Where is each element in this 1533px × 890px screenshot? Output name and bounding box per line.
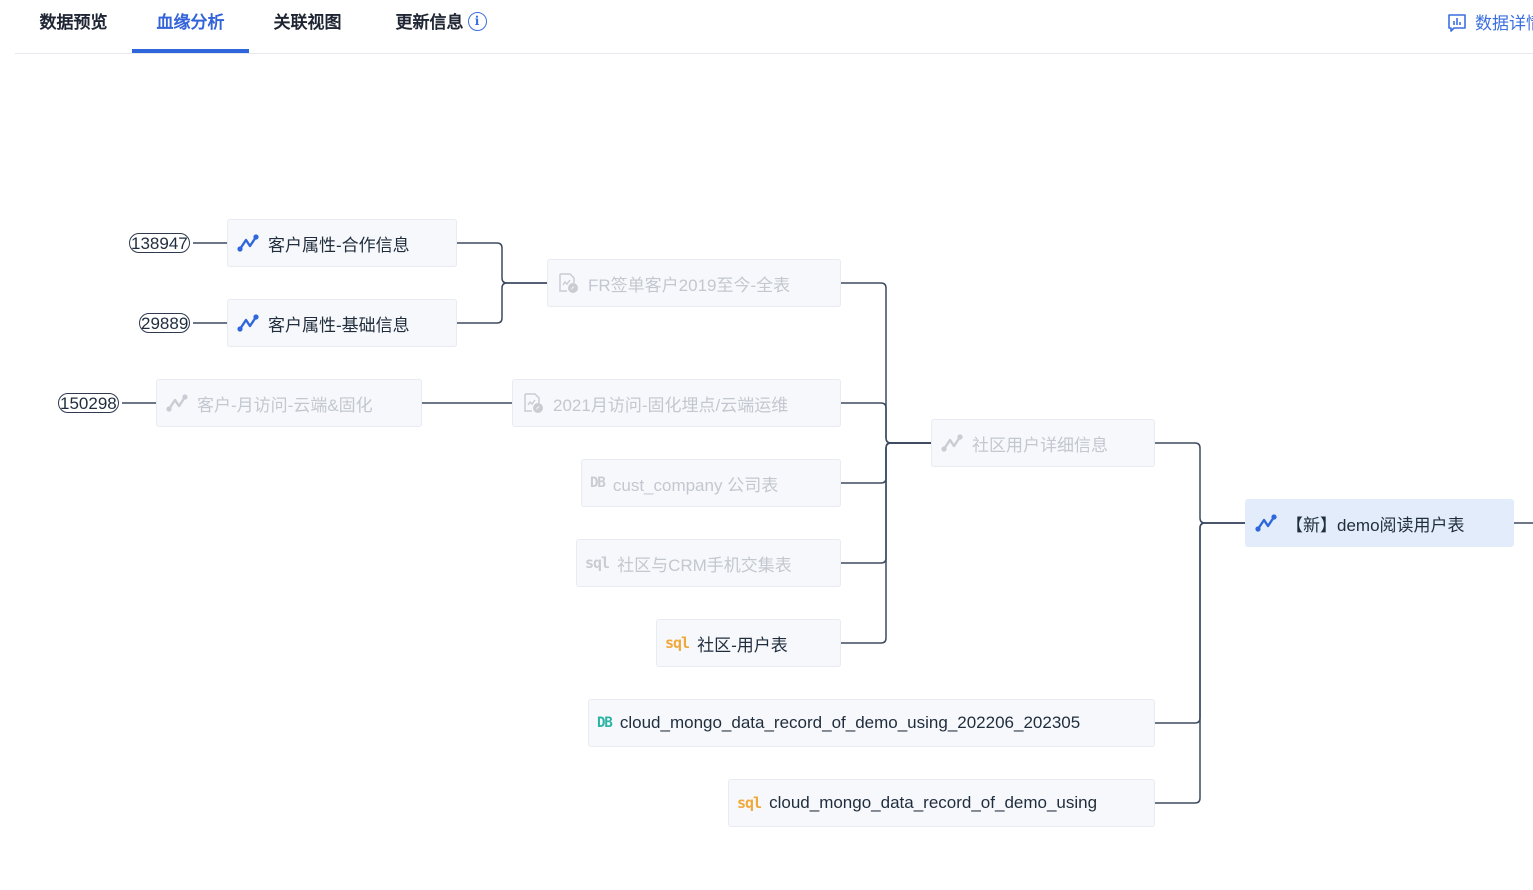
lineage-node[interactable]: 客户属性-基础信息 — [227, 299, 457, 347]
node-label: 社区用户详细信息 — [972, 435, 1108, 455]
lineage-link — [457, 282, 547, 324]
data-detail-label: 数据详情 — [1475, 14, 1533, 33]
tab-label: 血缘分析 — [156, 13, 225, 32]
lineage-node[interactable]: sql 社区与CRM手机交集表 — [576, 539, 841, 587]
node-label: FR签单客户2019至今-全表 — [588, 275, 791, 295]
lineage-node[interactable]: sql cloud_mongo_data_record_of_demo_using — [728, 779, 1155, 827]
sql-icon: sql — [665, 634, 690, 652]
report-file-icon — [556, 271, 580, 295]
analysis-line-icon — [1254, 511, 1278, 535]
tab-label: 关联视图 — [273, 13, 342, 32]
node-label: cloud_mongo_data_record_of_demo_using_20… — [619, 713, 1081, 732]
tab-lineage-analysis[interactable]: 血缘分析 — [132, 0, 249, 53]
lineage-link — [1155, 522, 1245, 724]
lineage-link — [841, 402, 931, 444]
db-icon: DB — [590, 475, 606, 491]
analysis-line-icon — [940, 431, 964, 455]
tab-label: 数据预览 — [39, 13, 108, 32]
lineage-node[interactable]: DB cloud_mongo_data_record_of_demo_using_… — [588, 699, 1155, 747]
sql-icon: sql — [737, 794, 762, 812]
analysis-line-icon — [165, 391, 189, 415]
lineage-link — [1155, 442, 1245, 524]
node-label: cloud_mongo_data_record_of_demo_using — [769, 793, 1098, 812]
node-label: 2021月访问-固化埋点/云端运维 — [553, 395, 789, 415]
node-label: 客户属性-基础信息 — [268, 315, 410, 335]
lineage-link — [841, 442, 931, 644]
analysis-line-icon — [236, 311, 260, 335]
record-count-badge[interactable]: 150298 — [58, 393, 119, 413]
node-label: 社区与CRM手机交集表 — [617, 555, 792, 575]
analysis-line-icon — [236, 231, 260, 255]
node-label: 客户属性-合作信息 — [268, 235, 410, 255]
sql-icon: sql — [585, 554, 610, 572]
lineage-node[interactable]: 客户-月访问-云端&固化 — [156, 379, 422, 427]
lineage-node[interactable]: 2021月访问-固化埋点/云端运维 — [512, 379, 841, 427]
lineage-link — [841, 442, 931, 484]
tab-data-preview[interactable]: 数据预览 — [15, 0, 132, 50]
lineage-node[interactable]: 客户属性-合作信息 — [227, 219, 457, 267]
node-label: 客户-月访问-云端&固化 — [197, 395, 373, 415]
node-label: cust_company 公司表 — [612, 475, 779, 495]
lineage-link — [841, 282, 931, 444]
report-file-icon — [521, 391, 545, 415]
lineage-node[interactable]: FR签单客户2019至今-全表 — [547, 259, 841, 307]
node-label: 社区-用户表 — [697, 635, 788, 655]
lineage-node[interactable]: DB cust_company 公司表 — [581, 459, 841, 507]
lineage-link — [457, 242, 547, 284]
lineage-link — [841, 442, 931, 564]
record-count-badge[interactable]: 29889 — [139, 313, 191, 333]
data-detail-button[interactable]: 数据详情 — [1447, 10, 1533, 38]
lineage-node[interactable]: 社区用户详细信息 — [931, 419, 1155, 467]
tab-label: 更新信息 — [395, 13, 464, 32]
lineage-node[interactable]: sql 社区-用户表 — [656, 619, 841, 667]
lineage-link — [1155, 522, 1245, 804]
chart-panel-icon — [1448, 13, 1466, 32]
tab-related-view[interactable]: 关联视图 — [249, 0, 366, 50]
lineage-node[interactable]: 【新】demo阅读用户表 — [1245, 499, 1514, 547]
info-circle-icon[interactable]: i — [467, 12, 487, 32]
db-icon: DB — [597, 715, 613, 731]
node-label: 【新】demo阅读用户表 — [1286, 515, 1465, 535]
record-count-badge[interactable]: 138947 — [129, 233, 190, 253]
